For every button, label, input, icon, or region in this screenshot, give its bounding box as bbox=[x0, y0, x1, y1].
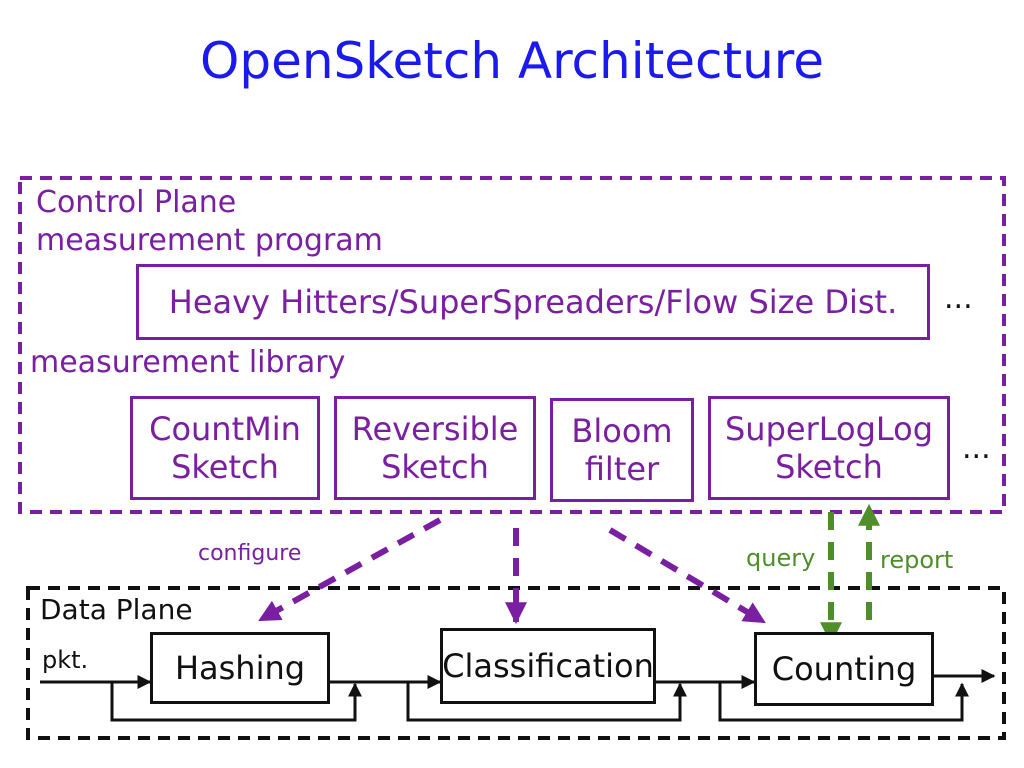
control-plane-label: Control Plane bbox=[36, 185, 237, 220]
superloglog-sketch-label: SuperLogLog Sketch bbox=[724, 409, 934, 486]
report-label: report bbox=[880, 546, 954, 574]
hashing-box: Hashing bbox=[150, 632, 330, 704]
configure-arrow-counting bbox=[608, 527, 766, 625]
hashing-loop-arrow bbox=[110, 682, 362, 722]
reversible-sketch-label: Reversible Sketch bbox=[351, 409, 519, 486]
bloom-filter-label: Bloom filter bbox=[571, 411, 673, 488]
hashing-label: Hashing bbox=[174, 648, 306, 687]
countmin-sketch-box: CountMin Sketch bbox=[130, 396, 320, 500]
counting-box: Counting bbox=[754, 632, 934, 706]
page-title: OpenSketch Architecture bbox=[200, 32, 824, 90]
configure-label: configure bbox=[198, 541, 302, 566]
classification-box: Classification bbox=[440, 628, 656, 704]
bloom-filter-box: Bloom filter bbox=[550, 398, 694, 502]
program-more-ellipsis: ... bbox=[944, 281, 973, 316]
reversible-sketch-box: Reversible Sketch bbox=[334, 396, 536, 500]
counting-loop-arrow bbox=[718, 682, 969, 722]
library-more-ellipsis: ... bbox=[962, 431, 991, 466]
measurement-program-text: Heavy Hitters/SuperSpreaders/Flow Size D… bbox=[168, 282, 898, 321]
pkt-label: pkt. bbox=[42, 646, 89, 674]
classification-loop-arrow bbox=[406, 682, 687, 722]
superloglog-sketch-box: SuperLogLog Sketch bbox=[708, 396, 950, 500]
counting-label: Counting bbox=[771, 649, 917, 688]
measurement-program-label: measurement program bbox=[36, 223, 383, 258]
measurement-program-box: Heavy Hitters/SuperSpreaders/Flow Size D… bbox=[136, 264, 930, 340]
configure-arrow-hashing bbox=[258, 517, 442, 623]
control-plane-border bbox=[18, 176, 1006, 514]
measurement-library-label: measurement library bbox=[30, 345, 346, 380]
countmin-sketch-label: CountMin Sketch bbox=[149, 409, 301, 486]
data-plane-label: Data Plane bbox=[40, 593, 193, 626]
classification-label: Classification bbox=[442, 646, 654, 685]
query-label: query bbox=[746, 544, 816, 572]
